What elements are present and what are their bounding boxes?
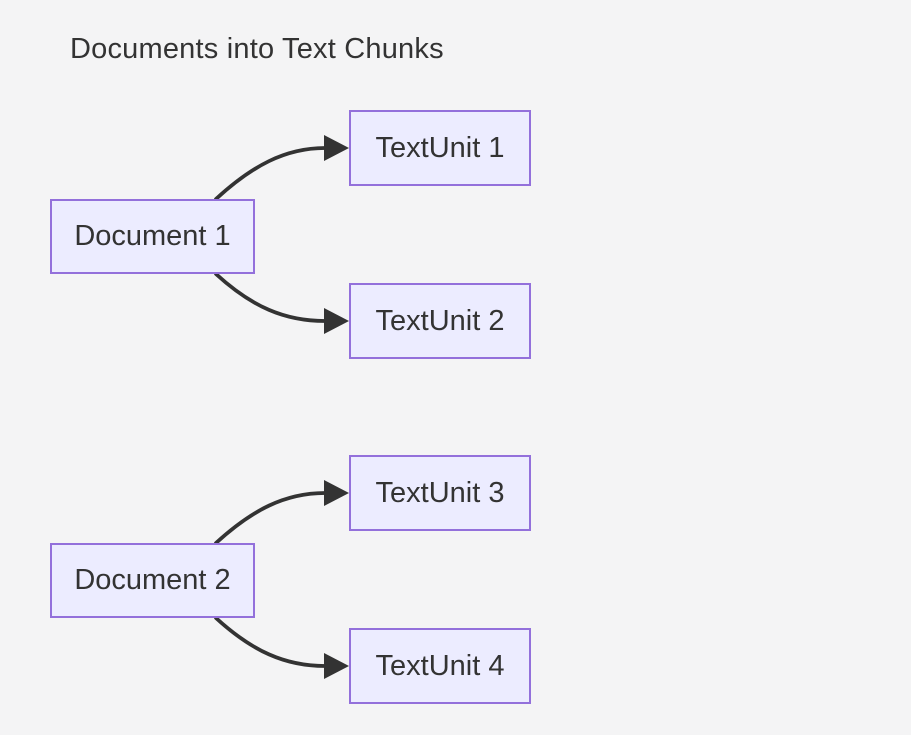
node-label: Document 2	[74, 564, 231, 596]
node-label: TextUnit 2	[375, 304, 505, 337]
node-document-1: Document 1	[50, 199, 255, 274]
node-label: Document 1	[74, 220, 231, 252]
edge-doc2-tu3	[214, 491, 327, 545]
node-document-2: Document 2	[50, 543, 255, 618]
node-label: TextUnit 3	[375, 476, 505, 509]
edge-doc1-tu2	[214, 272, 327, 323]
node-textunit-1: TextUnit 1	[349, 110, 531, 186]
arrowhead-icon	[324, 135, 349, 161]
edge-doc2-tu4	[214, 616, 327, 668]
diagram-title: Documents into Text Chunks	[70, 33, 444, 65]
node-textunit-3: TextUnit 3	[349, 455, 531, 531]
node-label: TextUnit 1	[375, 131, 505, 164]
edge-doc1-tu1	[214, 146, 327, 201]
arrowhead-icon	[324, 653, 349, 679]
arrowhead-icon	[324, 308, 349, 334]
node-textunit-4: TextUnit 4	[349, 628, 531, 704]
node-label: TextUnit 4	[375, 649, 505, 682]
arrowhead-icon	[324, 480, 349, 506]
node-textunit-2: TextUnit 2	[349, 283, 531, 359]
